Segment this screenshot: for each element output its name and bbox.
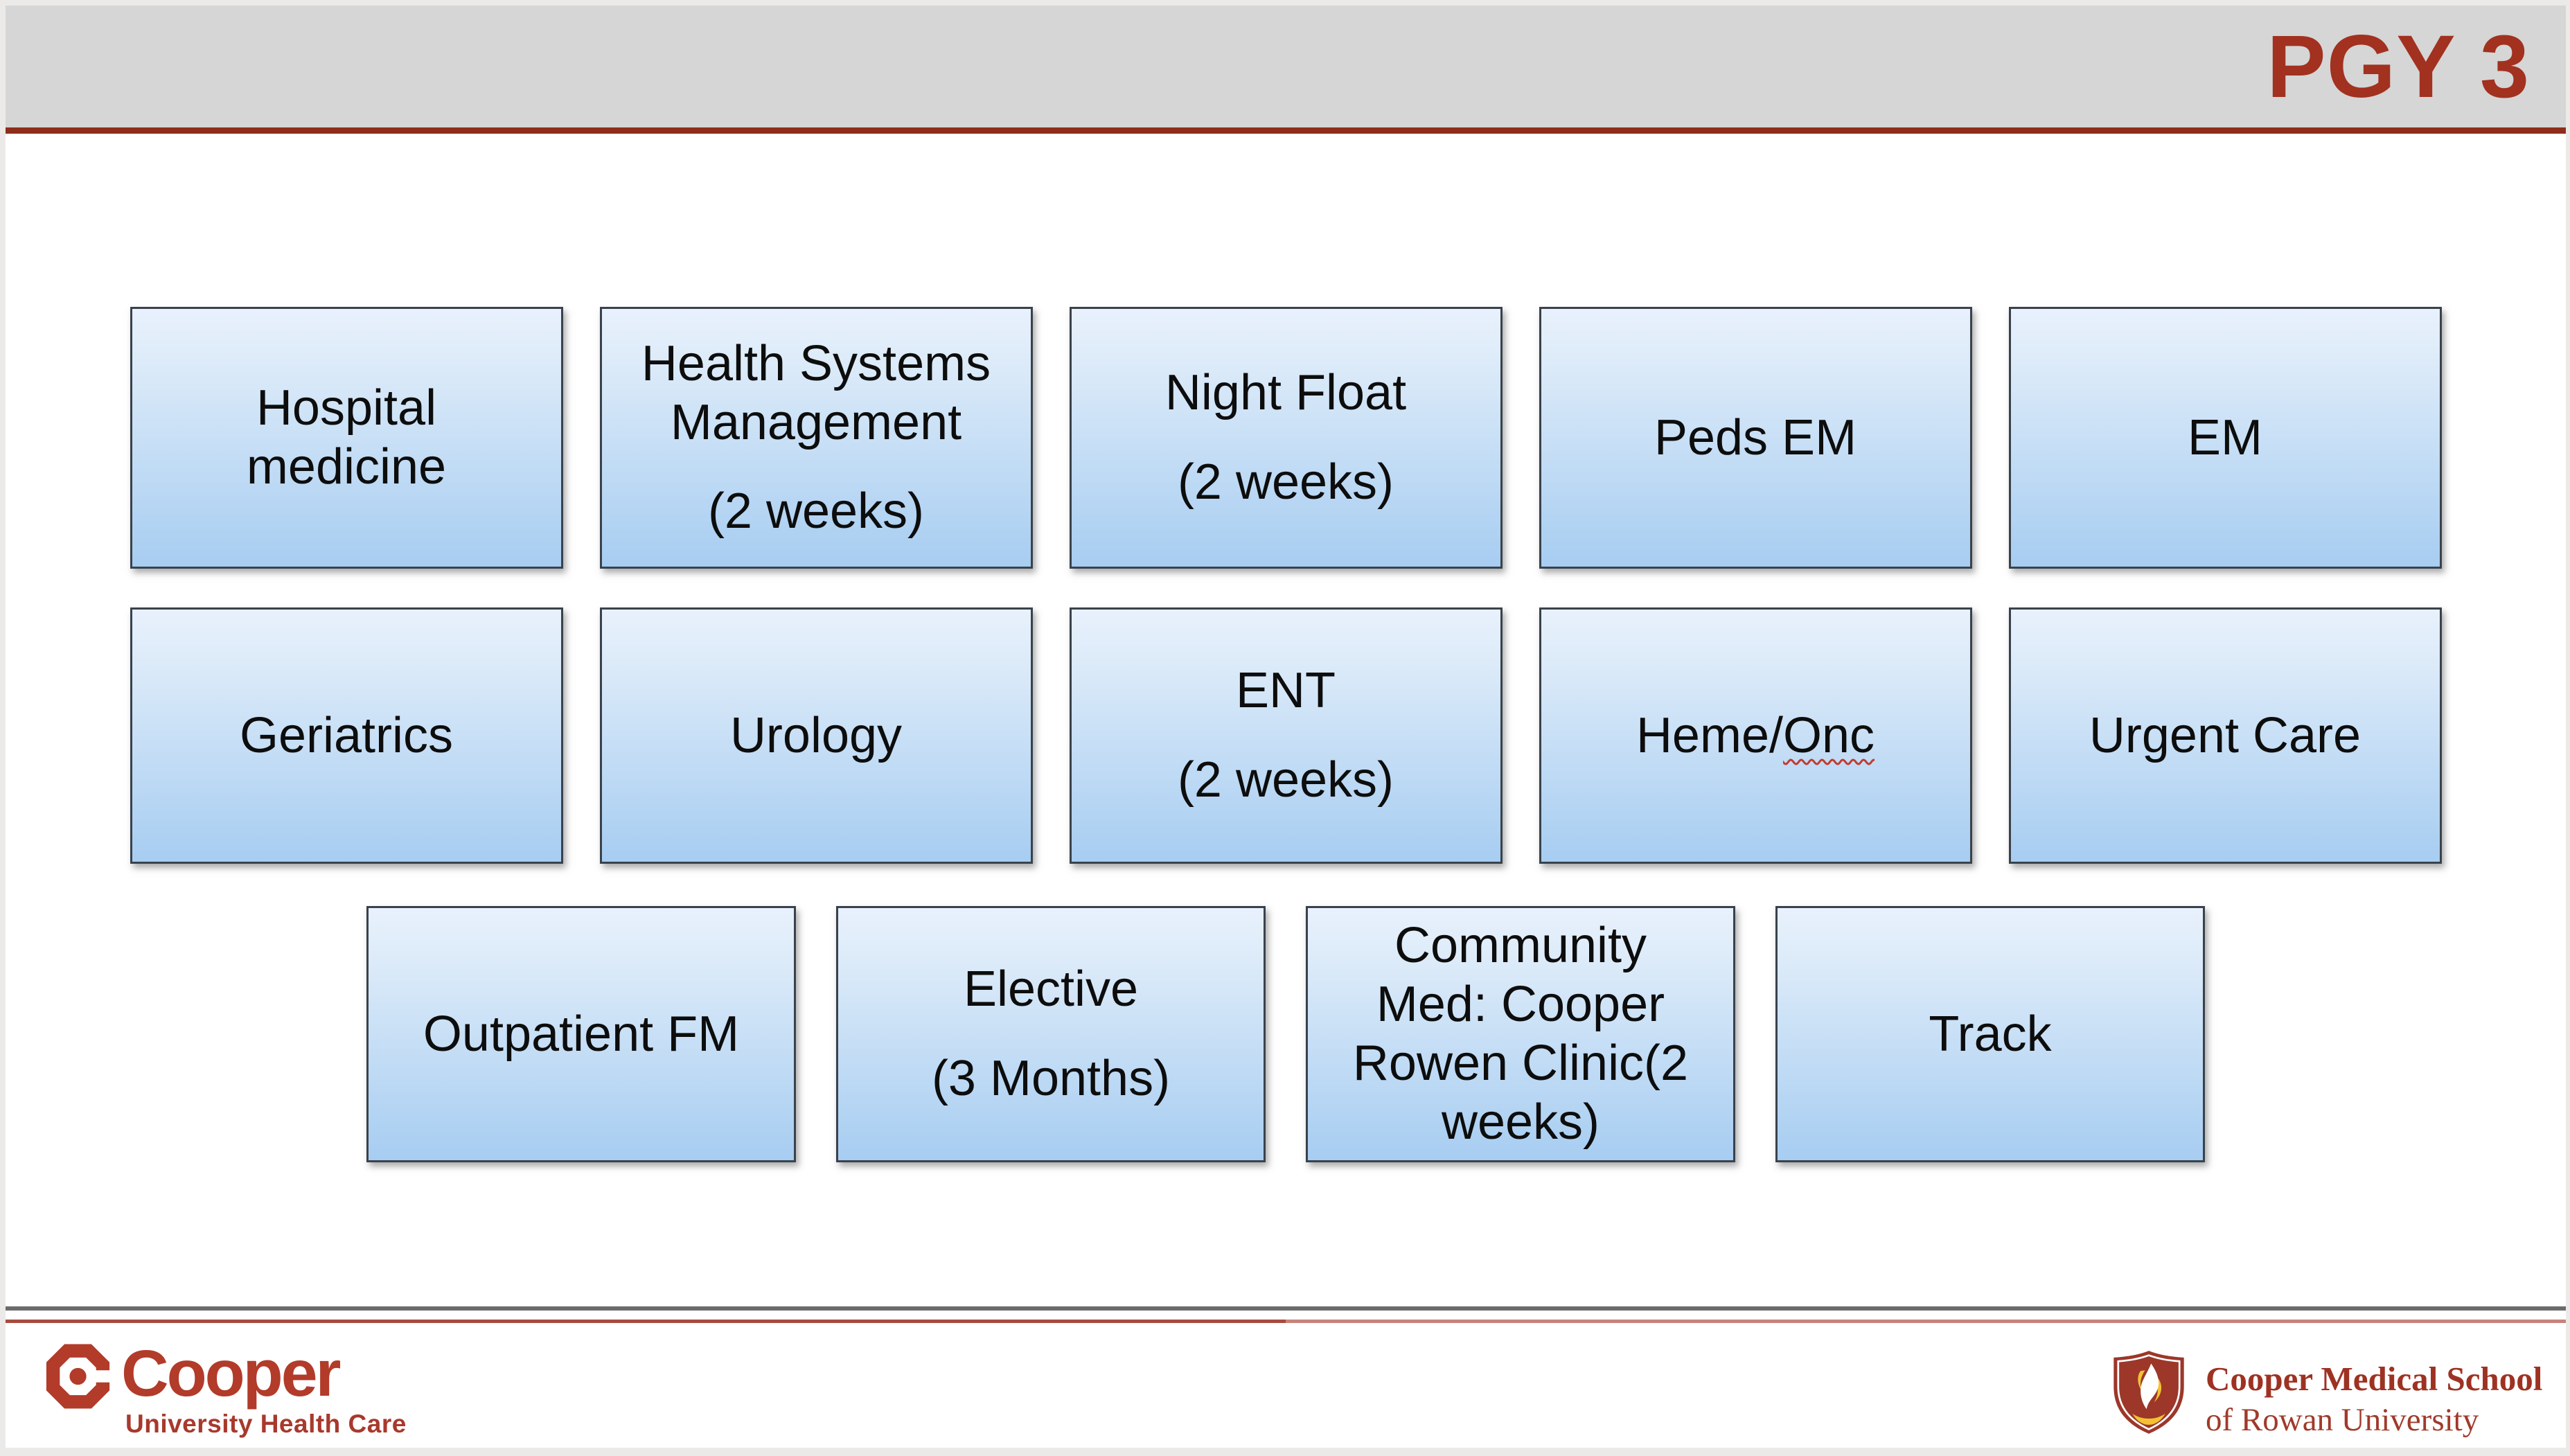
rotation-box: Geriatrics	[130, 607, 563, 864]
rotation-row-3: Outpatient FM Elective (3 Months) Community…	[6, 906, 2566, 1162]
cooper-logo-tagline: University Health Care	[125, 1410, 407, 1438]
rotation-box-label: Outpatient FM	[423, 1006, 740, 1062]
rotation-box: EM	[2008, 307, 2442, 569]
cmsru-shield-icon	[2111, 1349, 2186, 1439]
rotation-box-duration: (2 weeks)	[1177, 752, 1394, 808]
slide-header-bar: PGY 3	[6, 6, 2566, 127]
rotation-box: Night Float (2 weeks)	[1069, 307, 1503, 569]
rotation-box: Urology	[599, 607, 1033, 864]
cmsru-logo-line2: of Rowan University	[2206, 1402, 2479, 1439]
rotation-box: Outpatient FM	[366, 906, 796, 1162]
rotation-box-label: Health Systems	[641, 335, 991, 391]
spellcheck-underlined-text: Onc	[1783, 707, 1875, 763]
rotation-box-label: Geriatrics	[239, 707, 454, 763]
rotation-box-label: Night Float	[1164, 365, 1407, 421]
rotation-box-label: Management	[670, 394, 962, 450]
rotation-box-label: Rowen Clinic(2	[1352, 1036, 1689, 1091]
rotation-box-duration: (2 weeks)	[1177, 454, 1394, 510]
rotation-box-label: ENT	[1236, 663, 1336, 719]
rotation-box-label: Urgent Care	[2089, 707, 2361, 763]
rotation-box-label: Peds EM	[1654, 409, 1857, 465]
rotation-box: Urgent Care	[2008, 607, 2442, 864]
rotation-box-label: weeks)	[1441, 1094, 1600, 1150]
header-divider-line	[6, 127, 2566, 134]
rotation-box-label: Hospital	[256, 380, 437, 436]
rotation-box-label: Track	[1929, 1006, 2052, 1062]
rotation-box-label: medicine	[246, 439, 447, 495]
rotation-box: ENT (2 weeks)	[1069, 607, 1503, 864]
rotation-box: Track	[1775, 906, 2205, 1162]
cooper-octagon-icon	[44, 1341, 112, 1415]
rotation-box-duration: (3 Months)	[931, 1051, 1171, 1106]
rotation-box-label: Heme/Onc	[1636, 707, 1875, 765]
cooper-medical-school-logo: Cooper Medical School of Rowan Universit…	[2111, 1349, 2542, 1441]
rotation-box: Peds EM	[1539, 307, 1972, 569]
rotation-box-label: Urology	[729, 707, 903, 763]
cooper-logo-text: Cooper University Health Care	[121, 1341, 407, 1439]
rotation-box-label: Community	[1394, 918, 1647, 974]
rotation-box-label-text: Heme/	[1636, 707, 1783, 763]
footer-red-line	[6, 1320, 2566, 1323]
rotation-box-label: Elective	[963, 961, 1139, 1018]
rotation-box: Elective (3 Months)	[836, 906, 1266, 1162]
rotation-row-2: Geriatrics Urology ENT (2 weeks) Heme/Onc Urg…	[6, 607, 2566, 864]
rotation-box-duration: (2 weeks)	[707, 483, 925, 540]
rotation-box: Heme/Onc	[1539, 607, 1972, 864]
page-title: PGY 3	[2267, 17, 2530, 116]
cooper-university-health-care-logo: Cooper University Health Care	[44, 1341, 407, 1439]
cooper-logo-name: Cooper	[121, 1337, 341, 1410]
rotation-box-label: Med: Cooper	[1376, 977, 1665, 1033]
footer-gray-line	[6, 1306, 2566, 1311]
rotation-box-label: EM	[2188, 409, 2262, 465]
cmsru-logo-text: Cooper Medical School of Rowan Universit…	[2206, 1358, 2542, 1441]
cmsru-logo-line1: Cooper Medical School	[2206, 1360, 2543, 1398]
